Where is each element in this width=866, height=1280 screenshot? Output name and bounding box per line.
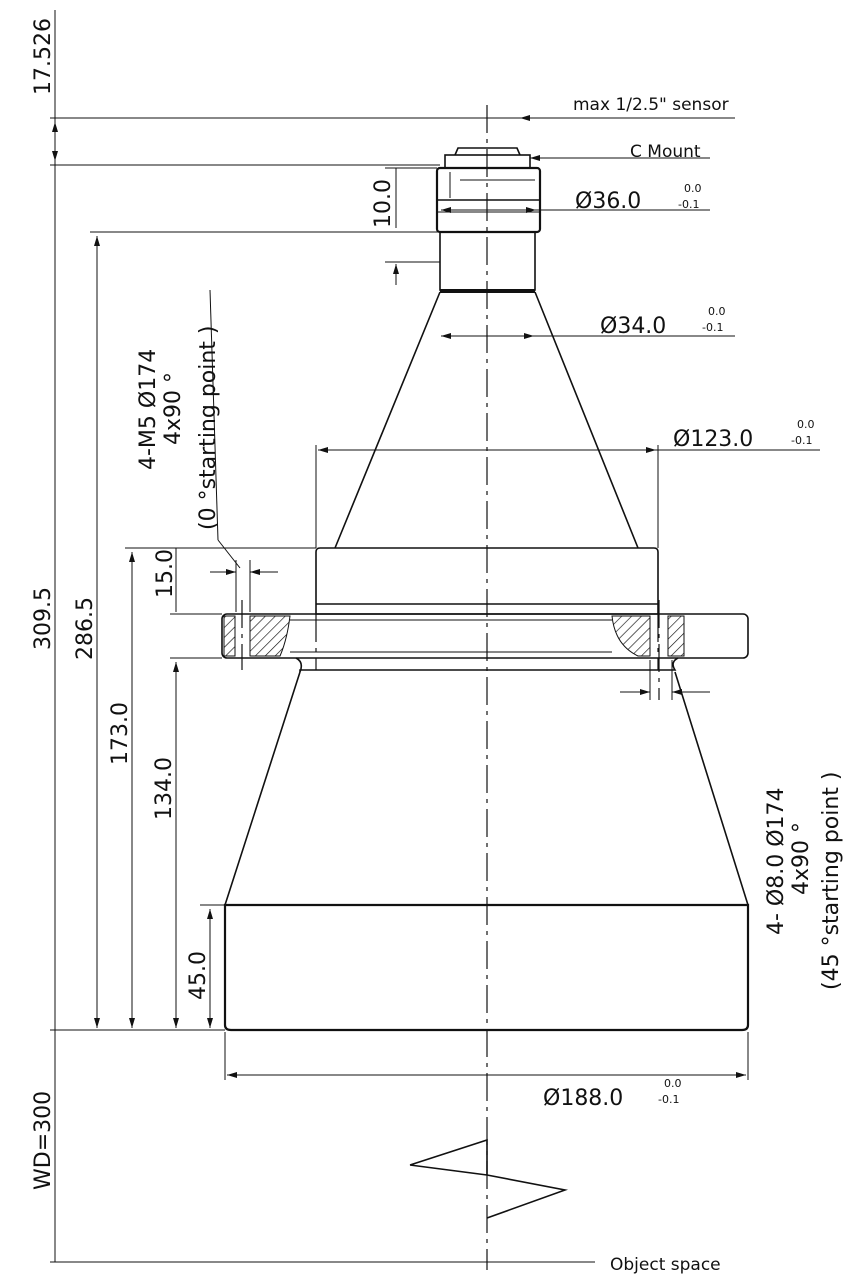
diameter-123: Ø123.0 0.0 -0.1 [673,418,815,452]
svg-text:(0 °starting point ): (0 °starting point ) [196,325,221,530]
dim-309-5: 309.5 [31,587,56,650]
note-tapped-holes: 4-M5 Ø174 4x90 ° (0 °starting point ) [136,325,221,530]
left-dimension-lines [50,10,735,1263]
dim-17-526: 17.526 [31,18,56,95]
diameter-188: Ø188.0 0.0 -0.1 [543,1077,682,1111]
svg-text:0.0: 0.0 [664,1077,682,1090]
dim-wd: WD=300 [31,1091,56,1190]
mount-label: C Mount [630,142,701,162]
svg-text:Ø34.0: Ø34.0 [600,314,666,339]
svg-text:-0.1: -0.1 [791,434,812,447]
svg-text:-0.1: -0.1 [658,1093,679,1106]
sensor-label: max 1/2.5" sensor [573,95,729,115]
note-through-holes: 4- Ø8.0 Ø174 4x90 ° (45 °starting point … [764,771,844,990]
svg-text:-0.1: -0.1 [678,198,699,211]
diameter-34: Ø34.0 0.0 -0.1 [600,305,726,339]
break-symbol [409,1138,569,1219]
object-space-label: Object space [610,1255,721,1275]
vertical-dimension-labels: 17.526 309.5 WD=300 286.5 173.0 134.0 45… [31,18,396,1190]
dim-45: 45.0 [186,951,211,1000]
svg-text:Ø36.0: Ø36.0 [575,189,641,214]
svg-text:0.0: 0.0 [708,305,726,318]
svg-text:Ø123.0: Ø123.0 [673,427,753,452]
svg-text:-0.1: -0.1 [702,321,723,334]
dim-286-5: 286.5 [73,597,98,660]
hole-dimensions [209,289,710,700]
diameter-36: Ø36.0 0.0 -0.1 [575,182,702,214]
svg-text:4-M5 Ø174: 4-M5 Ø174 [136,349,161,470]
dim-173: 173.0 [108,702,133,765]
dim-10: 10.0 [371,179,396,228]
svg-text:0.0: 0.0 [797,418,815,431]
svg-text:4- Ø8.0 Ø174: 4- Ø8.0 Ø174 [764,787,789,935]
dim-15: 15.0 [153,549,178,598]
svg-text:4x90 °: 4x90 ° [789,822,814,895]
svg-text:Ø188.0: Ø188.0 [543,1086,623,1111]
svg-text:4x90 °: 4x90 ° [161,372,186,445]
lens-body [221,147,750,1032]
svg-text:(45 °starting point ): (45 °starting point ) [819,771,844,990]
dim-134: 134.0 [152,757,177,820]
svg-text:0.0: 0.0 [684,182,702,195]
